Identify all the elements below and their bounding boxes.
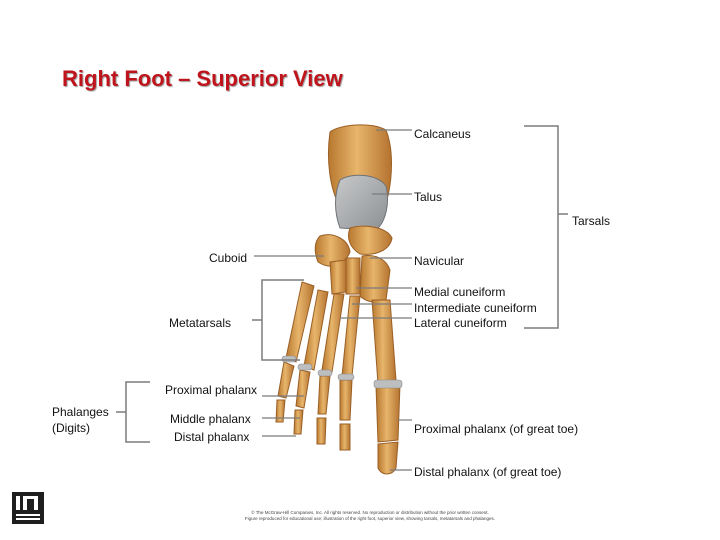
copyright-line1: © The McGraw-Hill Companies, Inc. All ri… [251,510,489,515]
label-tarsals: Tarsals [572,214,611,228]
label-medial-cuneiform: Medial cuneiform [414,285,506,299]
label-calcaneus: Calcaneus [414,127,471,141]
metatarsal-bones [285,281,397,385]
brackets [116,125,568,443]
talus-bone [335,174,389,231]
label-phalanges: Phalanges (Digits) [52,404,109,436]
label-metatarsals: Metatarsals [169,316,232,330]
tarsal-bones [314,225,393,303]
label-intermediate-cuneiform: Intermediate cuneiform [414,301,537,315]
page-title: Right Foot – Superior View [62,66,343,91]
label-distal-phalanx: Distal phalanx [174,430,250,444]
publisher-logo [12,492,44,524]
label-phalanges-line2: (Digits) [52,421,90,435]
joint-cartilage [281,355,403,389]
label-talus: Talus [414,190,443,204]
label-proximal-phalanx: Proximal phalanx [165,383,258,397]
label-distal-phalanx-great-toe: Distal phalanx (of great toe) [414,465,562,479]
label-phalanges-line1: Phalanges [52,405,109,419]
leader-lines [254,129,412,471]
label-middle-phalanx: Middle phalanx [170,412,251,426]
label-lateral-cuneiform: Lateral cuneiform [414,316,507,330]
label-navicular: Navicular [414,254,465,268]
phalanx-bones [275,361,401,475]
label-cuboid: Cuboid [209,251,248,265]
copyright-line2: Figure reproduced for educational use; i… [244,516,496,521]
copyright-notice: © The McGraw-Hill Companies, Inc. All ri… [160,510,580,522]
label-proximal-phalanx-great-toe: Proximal phalanx (of great toe) [414,422,579,436]
